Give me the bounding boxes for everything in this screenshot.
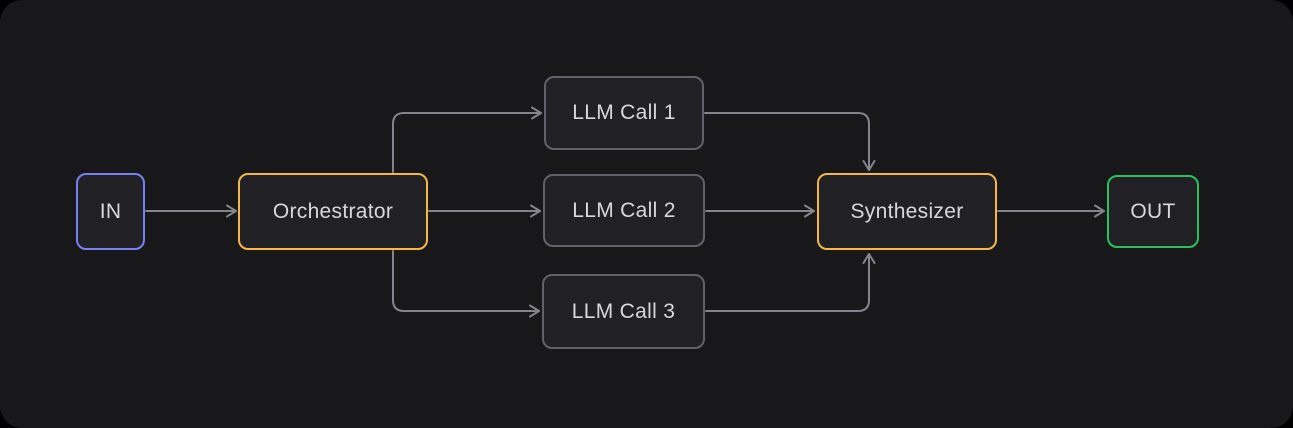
edge-llm-call-1-synthesizer — [704, 112, 876, 171]
node-orchestrator: Orchestrator — [238, 173, 428, 250]
node-llm-call-3-label: LLM Call 3 — [571, 299, 676, 323]
node-llm-call-2: LLM Call 2 — [543, 174, 705, 247]
node-llm-call-3: LLM Call 3 — [542, 274, 705, 349]
node-out-label: OUT — [1130, 199, 1176, 223]
node-in-label: IN — [99, 199, 122, 223]
node-synthesizer-label: Synthesizer — [850, 199, 964, 223]
node-in: IN — [76, 173, 145, 250]
node-llm-call-1: LLM Call 1 — [544, 76, 704, 150]
node-out: OUT — [1107, 175, 1199, 248]
edge-orchestrator-llm-call-1 — [392, 106, 542, 173]
edge-orchestrator-llm-call-3 — [392, 250, 540, 318]
node-llm-call-2-label: LLM Call 2 — [572, 198, 676, 222]
node-llm-call-1-label: LLM Call 1 — [572, 101, 676, 124]
edge-llm-call-3-synthesizer — [705, 253, 876, 312]
node-orchestrator-label: Orchestrator — [272, 199, 394, 223]
node-synthesizer: Synthesizer — [817, 173, 997, 250]
